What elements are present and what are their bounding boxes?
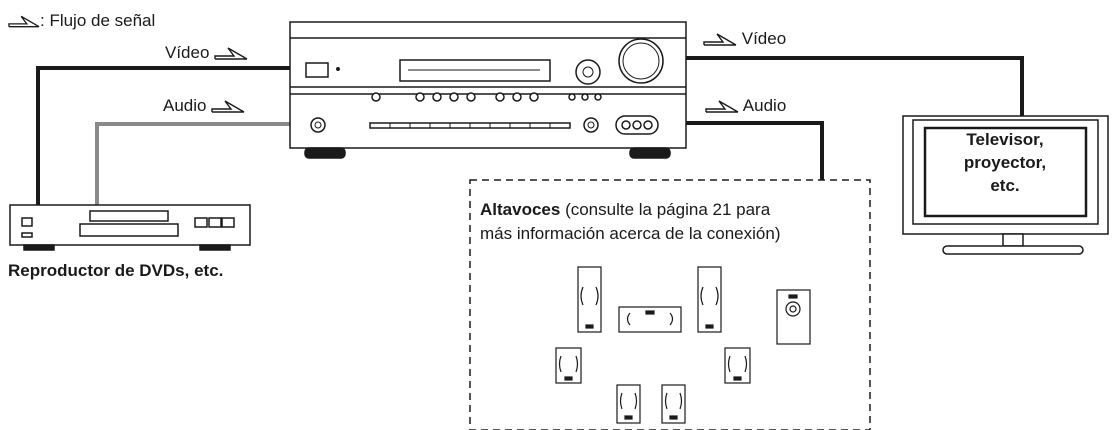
av-receiver	[289, 21, 687, 159]
right-video-cable	[686, 56, 1024, 120]
left-audio-label-group: Audio	[163, 97, 245, 115]
tv-label-line3: etc.	[990, 176, 1020, 195]
legend: : Flujo de señal	[8, 12, 155, 30]
left-audio-cable	[95, 122, 290, 205]
front-left-speaker	[577, 266, 602, 333]
television	[902, 115, 1109, 255]
right-audio-label: Audio	[742, 96, 787, 115]
right-audio-label-group: Audio	[705, 97, 786, 115]
right-video-label: Vídeo	[741, 29, 787, 48]
left-video-label: Vídeo	[165, 43, 210, 62]
left-audio-label: Audio	[163, 96, 207, 115]
speaker-set	[555, 266, 811, 424]
video-cables	[36, 56, 1024, 205]
left-audio-arrow-icon	[211, 99, 245, 115]
right-video-arrow-icon	[703, 32, 737, 48]
right-audio-cable	[686, 121, 824, 180]
tv-label-line2: proyector,	[963, 153, 1047, 172]
tv-label: Televisor, proyector, etc.	[928, 128, 1082, 197]
surround-back-right-speaker	[661, 384, 686, 424]
left-video-arrow-icon	[214, 46, 248, 62]
subwoofer	[776, 289, 811, 345]
right-video-label-group: Vídeo	[703, 30, 786, 48]
speakers-title: Altavoces	[480, 200, 561, 219]
right-audio-arrow-icon	[705, 99, 739, 115]
legend-label: : Flujo de señal	[40, 11, 156, 30]
left-video-cable	[36, 66, 290, 205]
surround-right-speaker	[724, 347, 751, 384]
signal-flow-arrow-icon	[8, 14, 40, 30]
dvd-player	[9, 204, 251, 251]
front-right-speaker	[697, 266, 722, 333]
speakers-desc-line2: más información acerca de la conexión)	[480, 224, 781, 243]
left-video-label-group: Vídeo	[165, 44, 248, 62]
dvd-player-label: Reproductor de DVDs, etc.	[8, 261, 224, 280]
speakers-desc-line1: (consulte la página 21 para	[565, 200, 771, 219]
surround-back-left-speaker	[616, 384, 641, 424]
surround-left-speaker	[555, 347, 582, 384]
speakers-label: Altavoces (consulte la página 21 para má…	[480, 198, 865, 246]
tv-label-line1: Televisor,	[966, 130, 1044, 149]
center-speaker	[618, 306, 682, 333]
